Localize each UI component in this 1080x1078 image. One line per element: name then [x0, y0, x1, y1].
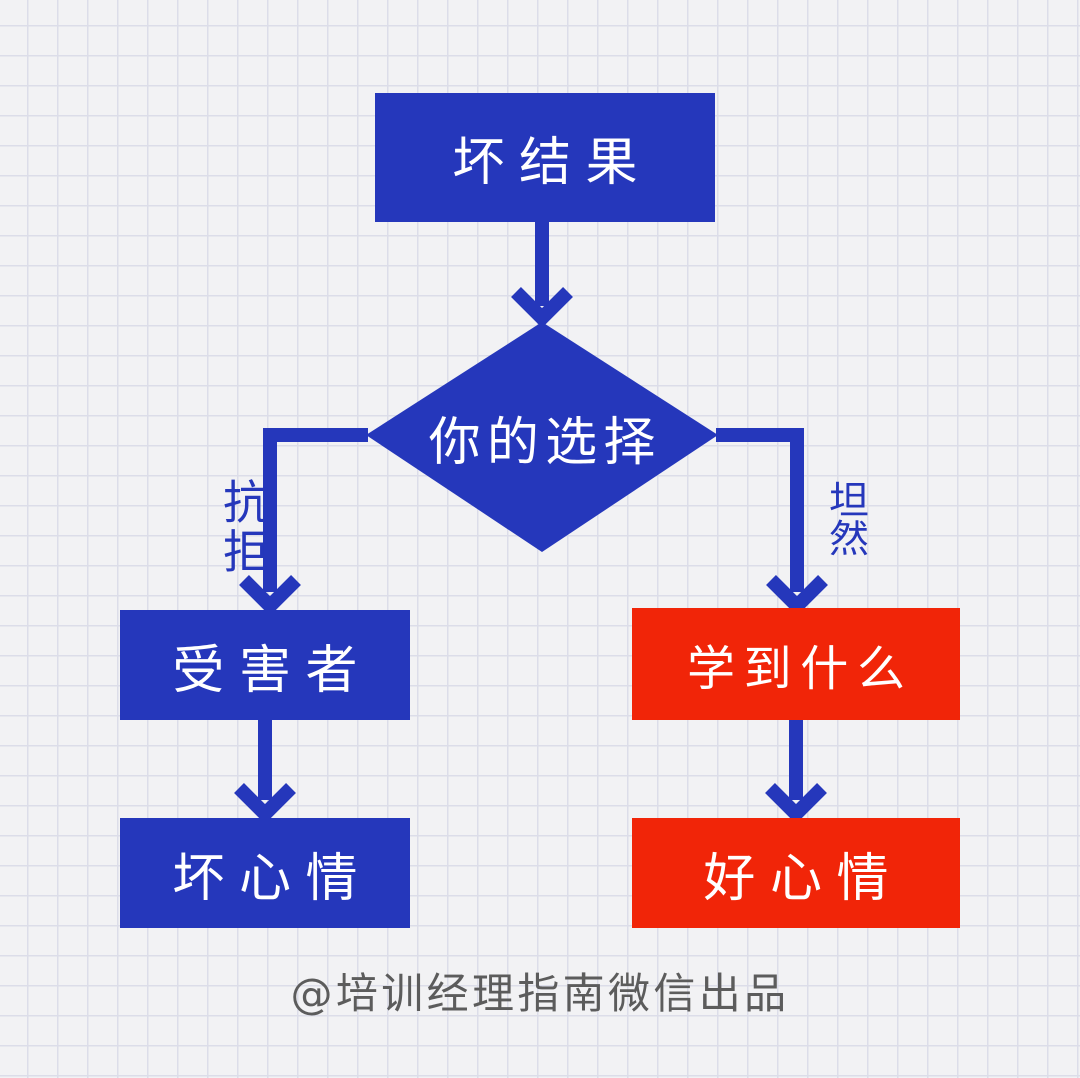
arrow-victim-to-bad-mood: [234, 720, 296, 824]
node-good-mood: 好心情: [632, 818, 960, 928]
node-choice-label: 你的选择: [428, 412, 662, 473]
node-bad-result: 坏结果: [375, 93, 715, 222]
node-learn: 学到什么: [632, 608, 960, 720]
node-bad-mood: 坏心情: [120, 818, 410, 928]
arrow-choice-to-learn: [716, 428, 828, 616]
node-victim: 受害者: [120, 610, 410, 720]
footer-credit: @培训经理指南微信出品: [290, 969, 790, 1018]
arrow-result-to-choice: [511, 220, 573, 328]
edge-label-resist: 抗拒: [216, 478, 270, 578]
edge-label-accept: 坦然: [822, 480, 868, 558]
arrow-learn-to-good-mood: [765, 720, 827, 824]
